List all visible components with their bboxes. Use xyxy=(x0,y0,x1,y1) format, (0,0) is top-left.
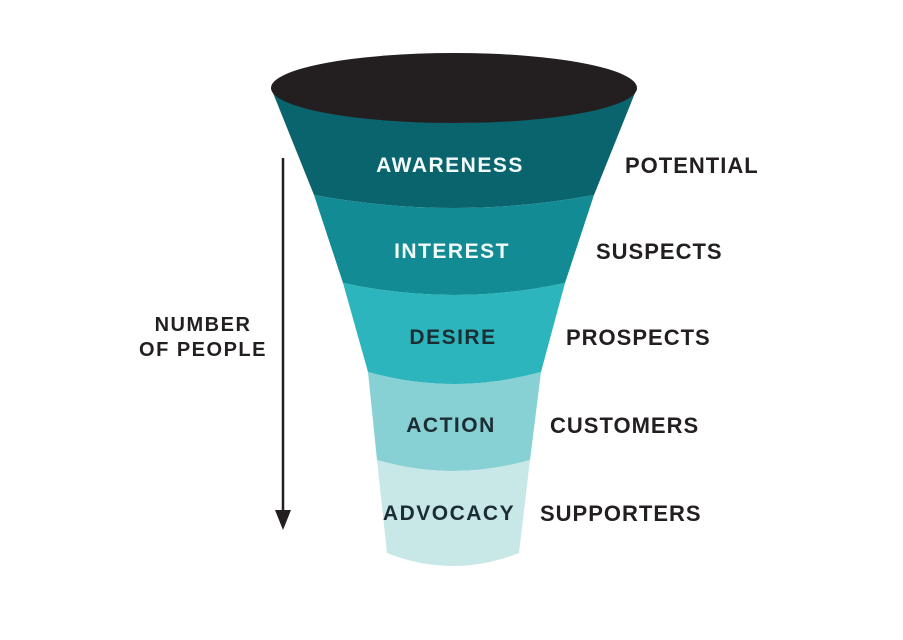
audience-label-prospects: PROSPECTS xyxy=(566,325,711,350)
axis-label-line2: OF PEOPLE xyxy=(139,339,267,361)
stage-label-interest: INTEREST xyxy=(394,240,510,263)
funnel-band-advocacy xyxy=(377,460,530,566)
funnel-mouth-ellipse xyxy=(271,53,637,123)
stage-label-action: ACTION xyxy=(406,414,496,437)
stage-label-advocacy: ADVOCACY xyxy=(382,502,516,525)
stage-label-awareness: AWARENESS xyxy=(376,154,524,177)
funnel-band-interest xyxy=(314,195,594,295)
audience-label-customers: CUSTOMERS xyxy=(550,413,700,438)
down-arrow-head-icon xyxy=(275,510,291,530)
number-of-people-label: NUMBER OF PEOPLE xyxy=(139,313,267,363)
axis-label-line1: NUMBER xyxy=(154,314,252,336)
funnel-band-desire xyxy=(343,283,565,384)
audience-label-suspects: SUSPECTS xyxy=(596,239,723,264)
audience-label-potential: POTENTIAL xyxy=(625,153,759,178)
funnel-band-action xyxy=(368,372,541,471)
audience-label-supporters: SUPPORTERS xyxy=(540,501,702,526)
stage-label-desire: DESIRE xyxy=(409,326,497,349)
